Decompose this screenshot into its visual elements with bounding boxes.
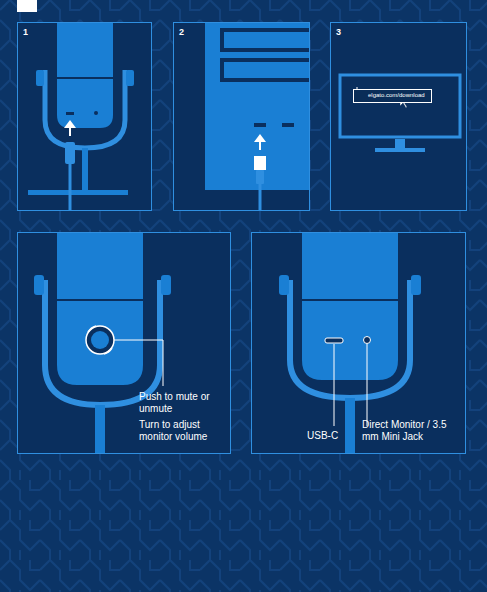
url-text: elgato.com/download (368, 92, 425, 99)
step-number: 2 (179, 27, 184, 38)
controls-panel: Push to mute or unmuteTurn to adjust mon… (17, 232, 231, 454)
step-panel: 3 elgato.com/download (330, 22, 467, 211)
port-label: USB-C (307, 430, 367, 442)
corner-mark (17, 0, 37, 12)
port-label: Direct Monitor / 3.5 mm Mini Jack (362, 419, 457, 443)
microphone (28, 23, 134, 211)
callout-label: Push to mute or unmute (139, 391, 224, 415)
monitor (340, 75, 460, 152)
step-panel: 2 (173, 22, 310, 211)
step-panel: 1 (17, 22, 152, 211)
computer (205, 23, 309, 211)
step-number: 3 (336, 27, 341, 38)
ports-panel: USB-CDirect Monitor / 3.5 mm Mini Jack (251, 232, 466, 454)
url-bar: elgato.com/download (353, 89, 432, 103)
callout-label: Turn to adjust monitor volume (139, 419, 227, 443)
step-number: 1 (23, 27, 28, 38)
